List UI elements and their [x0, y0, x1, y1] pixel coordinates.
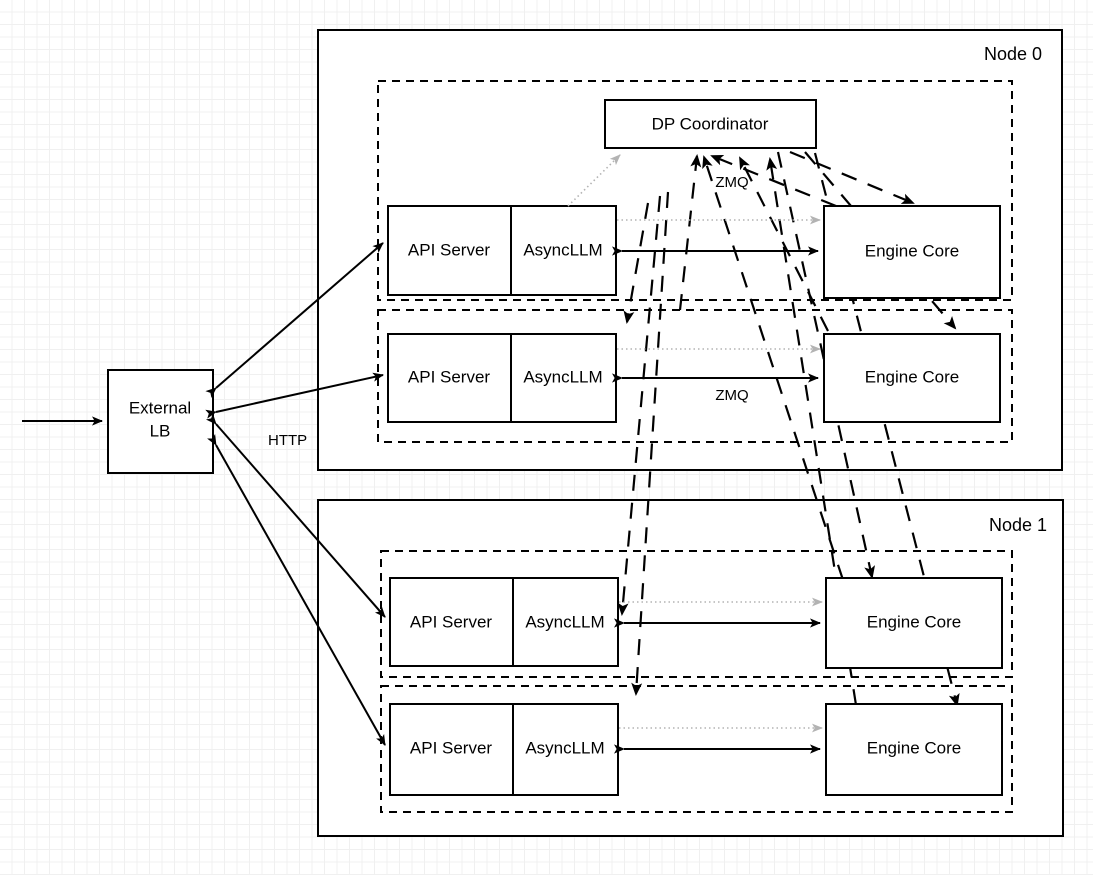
asyncllm-label-n0r0: AsyncLLM [523, 240, 602, 259]
node-0-replica-0-group [377, 80, 1013, 301]
api-server-label-n0r0: API Server [408, 240, 491, 259]
asyncllm-label-n1r0: AsyncLLM [525, 612, 604, 631]
external-lb-box[interactable] [107, 369, 214, 474]
node-0-replica-1: API Server AsyncLLM Engine Core ZMQ [387, 333, 1001, 423]
engine-core-label-n0r1: Engine Core [865, 367, 960, 386]
node-0-replica-1-group [377, 309, 1013, 443]
api-server-label-n1r1: API Server [410, 738, 493, 757]
engine-core-label-n1r0: Engine Core [867, 612, 962, 631]
zmq-label-second: ZMQ [715, 387, 748, 404]
edge-engine-n0r0-to-coordinator [710, 154, 837, 208]
edge-dotted-asyncllm-n0r0-to-coordinator [567, 154, 621, 207]
node-0-replica-0: API Server AsyncLLM Engine Core [387, 154, 1001, 299]
edge-lb-to-api-n0r1 [205, 372, 384, 419]
asyncllm-label-n0r1: AsyncLLM [523, 367, 602, 386]
edge-coordinator-to-engine-n0r0 [789, 150, 915, 205]
api-server-asyncllm-box-n0r1[interactable] [387, 333, 617, 423]
edge-coordinator-down-to-asyncllm-n0r1 [623, 202, 650, 324]
edge-engine-n0r1-to-coordinator [739, 156, 829, 332]
http-label: HTTP [268, 432, 307, 449]
engine-core-box-n0r0[interactable] [823, 205, 1001, 299]
engine-core-label-n1r1: Engine Core [867, 738, 962, 757]
dp-coordinator-box[interactable] [604, 99, 817, 149]
external-lb-label-line2: LB [150, 421, 171, 440]
engine-core-box-n1r1[interactable] [825, 703, 1003, 796]
dp-coordinator-label: DP Coordinator [652, 114, 769, 133]
external-lb-label-line1: External [129, 398, 191, 417]
external-lb[interactable]: External LB [107, 369, 214, 474]
node-1-label: Node 1 [989, 515, 1047, 535]
node-1-replica-0-group [380, 550, 1013, 678]
node-1-replica-1-group [380, 685, 1013, 813]
edge-coordinator-down-to-asyncllm-n1r0 [617, 195, 662, 616]
zmq-label-top: ZMQ [715, 174, 748, 191]
engine-core-box-n1r0[interactable] [825, 577, 1003, 669]
api-server-asyncllm-box-n1r0[interactable] [389, 577, 619, 667]
node-1-replica-0: API Server AsyncLLM Engine Core [389, 577, 1003, 669]
node-1-replica-1: API Server AsyncLLM Engine Core [389, 703, 1003, 796]
edge-lb-to-api-n0r0 [205, 242, 384, 399]
node-0-label: Node 0 [984, 44, 1042, 64]
engine-core-label-n0r0: Engine Core [865, 241, 960, 260]
api-server-label-n1r0: API Server [410, 612, 493, 631]
asyncllm-label-n1r1: AsyncLLM [525, 738, 604, 757]
api-server-label-n0r1: API Server [408, 367, 491, 386]
edge-lb-to-api-n1r1 [207, 434, 386, 746]
dp-coordinator[interactable]: DP Coordinator [604, 99, 817, 149]
api-server-asyncllm-box-n0r0[interactable] [387, 205, 617, 296]
edge-engine-n1r0-to-coordinator [702, 155, 845, 581]
engine-core-box-n0r1[interactable] [823, 333, 1001, 423]
